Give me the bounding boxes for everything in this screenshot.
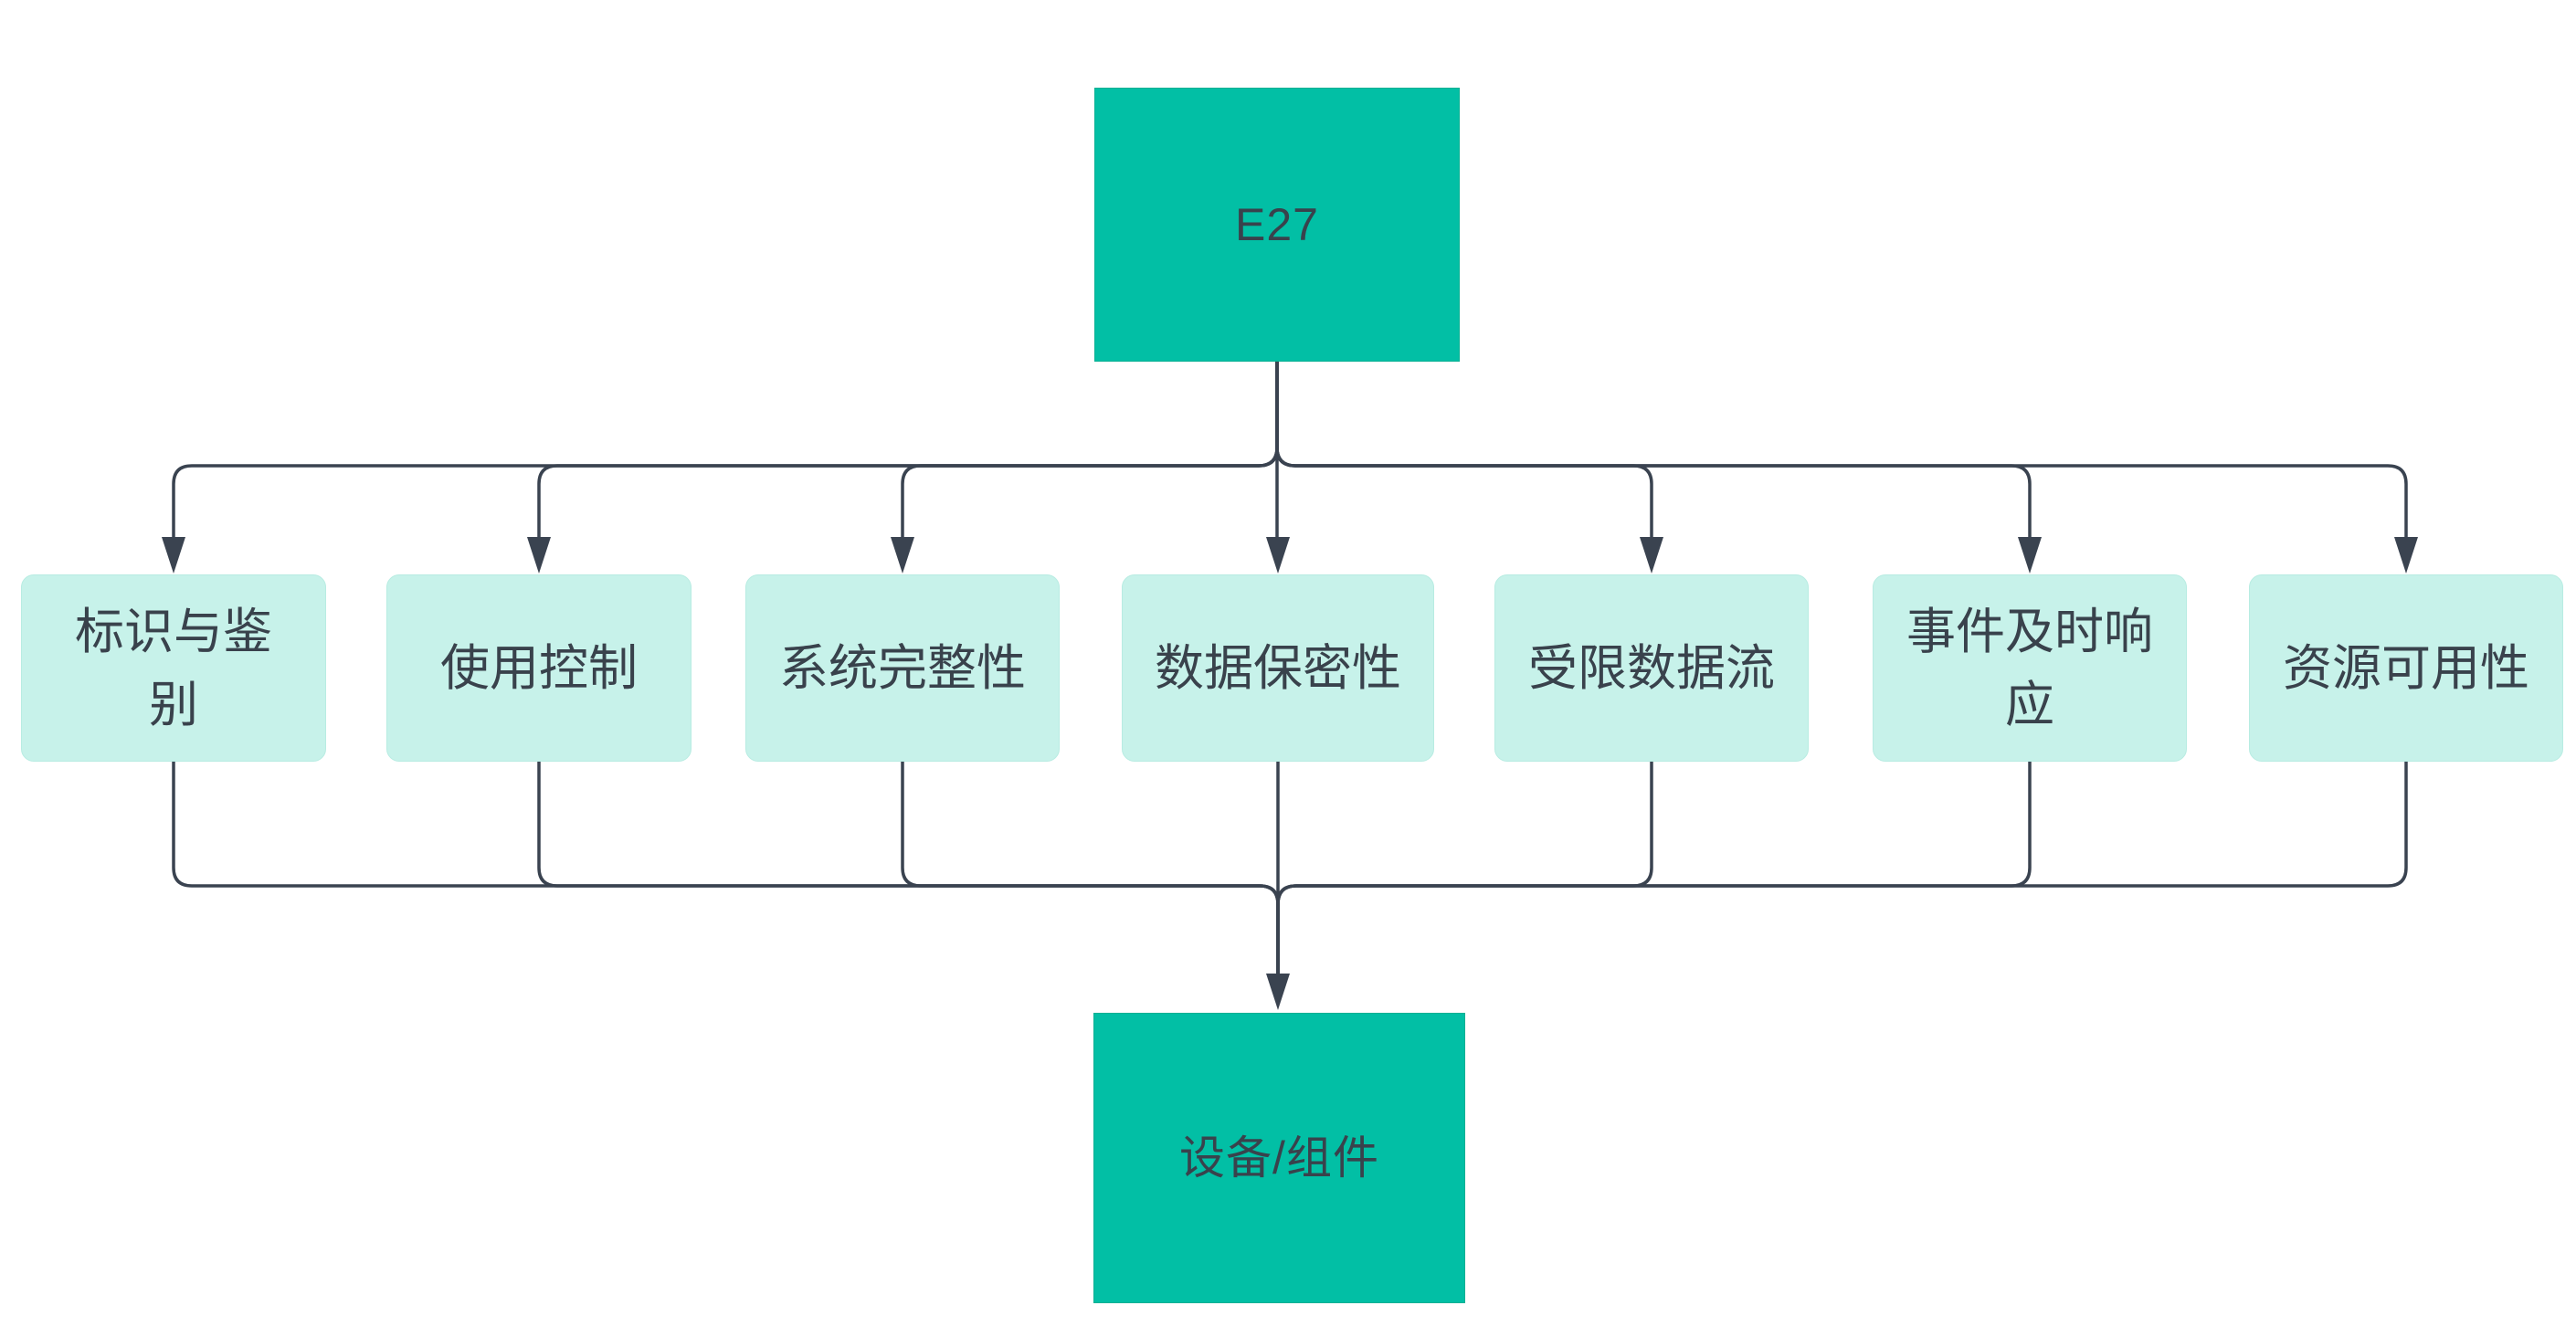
node-timely-event-response: 事件及时响应 bbox=[1873, 574, 2187, 762]
node-e27: E27 bbox=[1094, 88, 1460, 362]
arrowhead-resource-availability bbox=[2394, 537, 2418, 574]
edge-e27-to-system-integrity bbox=[901, 362, 1279, 539]
node-identification-authentication-label-line: 标识与鉴 bbox=[75, 604, 272, 659]
edge-e27-to-identification-authentication bbox=[172, 362, 1279, 539]
edge-identification-authentication-to-device-component bbox=[172, 762, 1280, 975]
edge-timely-event-response-to-device-component bbox=[1276, 762, 2032, 975]
node-identification-authentication-label-line: 别 bbox=[149, 677, 198, 732]
edge-e27-to-use-control bbox=[537, 362, 1279, 539]
node-identification-authentication: 标识与鉴别 bbox=[21, 574, 326, 762]
node-timely-event-response-label-line: 应 bbox=[2005, 677, 2054, 732]
node-data-confidentiality-label-line: 数据保密性 bbox=[1155, 640, 1401, 696]
node-resource-availability-label-line: 资源可用性 bbox=[2283, 640, 2529, 696]
node-restricted-data-flow: 受限数据流 bbox=[1494, 574, 1809, 762]
node-use-control: 使用控制 bbox=[386, 574, 692, 762]
node-system-integrity-label-line: 系统完整性 bbox=[779, 640, 1026, 696]
node-device-component: 设备/组件 bbox=[1093, 1013, 1465, 1303]
edge-e27-to-resource-availability bbox=[1275, 362, 2408, 539]
edge-restricted-data-flow-to-device-component bbox=[1276, 762, 1653, 975]
node-restricted-data-flow-label-line: 受限数据流 bbox=[1528, 640, 1775, 696]
arrowhead-restricted-data-flow bbox=[1640, 537, 1663, 574]
edge-e27-to-timely-event-response bbox=[1275, 362, 2032, 539]
node-device-component-label: 设备/组件 bbox=[1179, 1132, 1379, 1184]
arrowhead-system-integrity bbox=[891, 537, 914, 574]
node-use-control-label-line: 使用控制 bbox=[440, 640, 638, 696]
arrowhead-data-confidentiality bbox=[1266, 537, 1290, 574]
node-data-confidentiality: 数据保密性 bbox=[1122, 574, 1434, 762]
node-resource-availability: 资源可用性 bbox=[2249, 574, 2563, 762]
edge-e27-to-restricted-data-flow bbox=[1275, 362, 1653, 539]
arrowhead-timely-event-response bbox=[2018, 537, 2042, 574]
arrowhead-identification-authentication bbox=[162, 537, 185, 574]
arrowhead-device-component bbox=[1266, 974, 1290, 1010]
node-timely-event-response-label-line: 事件及时响 bbox=[1906, 604, 2153, 659]
edge-resource-availability-to-device-component bbox=[1276, 762, 2408, 975]
node-system-integrity: 系统完整性 bbox=[745, 574, 1060, 762]
edge-system-integrity-to-device-component bbox=[901, 762, 1280, 975]
node-e27-label: E27 bbox=[1235, 199, 1319, 250]
edge-use-control-to-device-component bbox=[537, 762, 1280, 975]
arrowhead-use-control bbox=[527, 537, 551, 574]
